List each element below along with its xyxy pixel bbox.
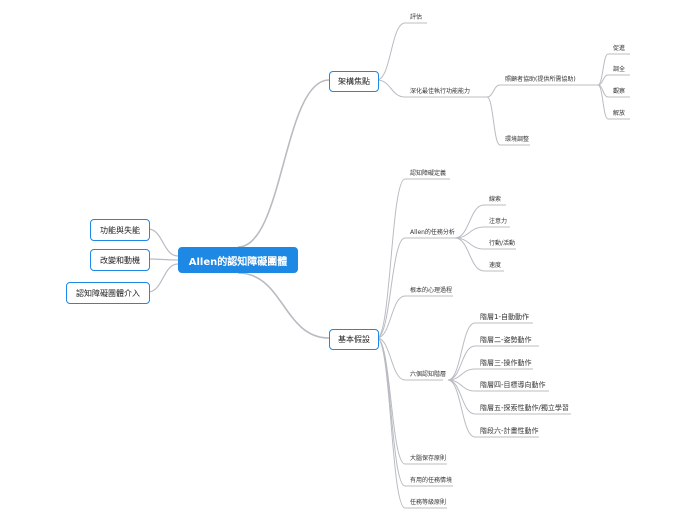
leaf-level-3[interactable]: 階層三-操作動作 (480, 359, 532, 367)
connector-line (447, 322, 476, 381)
connector-line (454, 226, 485, 239)
leaf-optimize-function[interactable]: 深化最佳執行功能能力 (410, 88, 471, 95)
leaf-promote[interactable]: 促進 (613, 45, 626, 52)
connector-line (376, 178, 406, 339)
connector-line (447, 345, 476, 381)
leaf-action-activity[interactable]: 行動/活動 (489, 240, 516, 247)
leaf-speed[interactable]: 速度 (489, 262, 502, 269)
topic-basic-assumptions[interactable]: 基本假設 (329, 329, 379, 350)
leaf-task-level-principle[interactable]: 任務等級原則 (410, 499, 447, 506)
connector-line (376, 337, 406, 509)
connector-line (376, 79, 406, 98)
leaf-six-levels[interactable]: 六個認知階層 (410, 371, 447, 378)
leaf-mental-process[interactable]: 根本的心理過程 (410, 287, 453, 294)
connector-line (147, 263, 179, 293)
connector-line (147, 228, 179, 257)
connector-line (486, 96, 501, 146)
leaf-level-1[interactable]: 階層1-自動動作 (480, 313, 529, 321)
connector-line (237, 79, 330, 248)
connector-line (447, 379, 476, 438)
connector-line (597, 53, 609, 86)
left-topic-change-motivation[interactable]: 改變和動機 (90, 249, 150, 271)
leaf-assessment[interactable]: 評估 (410, 14, 423, 21)
leaf-level-4[interactable]: 階層四-目標導向動作 (480, 381, 546, 389)
leaf-allen-task-analysis[interactable]: Allen的任務分析 (410, 229, 455, 236)
leaf-caregiver-assist[interactable]: 照顧者協助(提供所需協助) (505, 76, 576, 83)
connector-line (376, 237, 406, 339)
leaf-cues[interactable]: 線索 (489, 196, 502, 203)
connector-line (376, 295, 406, 339)
connector-line (376, 22, 406, 81)
left-topic-group-intervention[interactable]: 認知障礙團體介入 (66, 282, 150, 304)
leaf-release[interactable]: 解放 (613, 110, 626, 117)
connector-line (597, 74, 609, 86)
left-topic-function-disability[interactable]: 功能與失能 (90, 219, 150, 241)
leaf-cognitive-definition[interactable]: 認知障礙定義 (410, 170, 447, 177)
topic-framework-focus[interactable]: 架構焦點 (329, 71, 379, 92)
connector-line (147, 258, 179, 261)
connector-line (454, 204, 485, 239)
leaf-level-5[interactable]: 階層五-探索性動作/獨立學習 (480, 404, 569, 412)
connector-line (237, 272, 330, 339)
leaf-environment-adjust[interactable]: 環境調整 (505, 136, 530, 143)
leaf-level-2[interactable]: 階層二-姿勢動作 (480, 336, 532, 344)
connector-line (447, 368, 476, 381)
leaf-useful-task-context[interactable]: 有用的任務情境 (410, 477, 453, 484)
connector-line (376, 337, 406, 465)
connector-line (454, 237, 485, 272)
leaf-level-6[interactable]: 階段六-計畫性動作 (480, 427, 539, 435)
leaf-attention[interactable]: 注意力 (489, 218, 508, 225)
connector-line (376, 337, 406, 381)
root-topic[interactable]: Allen的認知障礙團體 (178, 247, 298, 273)
leaf-observe[interactable]: 觀察 (613, 88, 626, 95)
connector-line (486, 84, 501, 98)
leaf-brain-conservation[interactable]: 大腦保存原則 (410, 455, 447, 462)
connector-line (597, 84, 609, 120)
leaf-adjust[interactable]: 調全 (613, 66, 626, 73)
